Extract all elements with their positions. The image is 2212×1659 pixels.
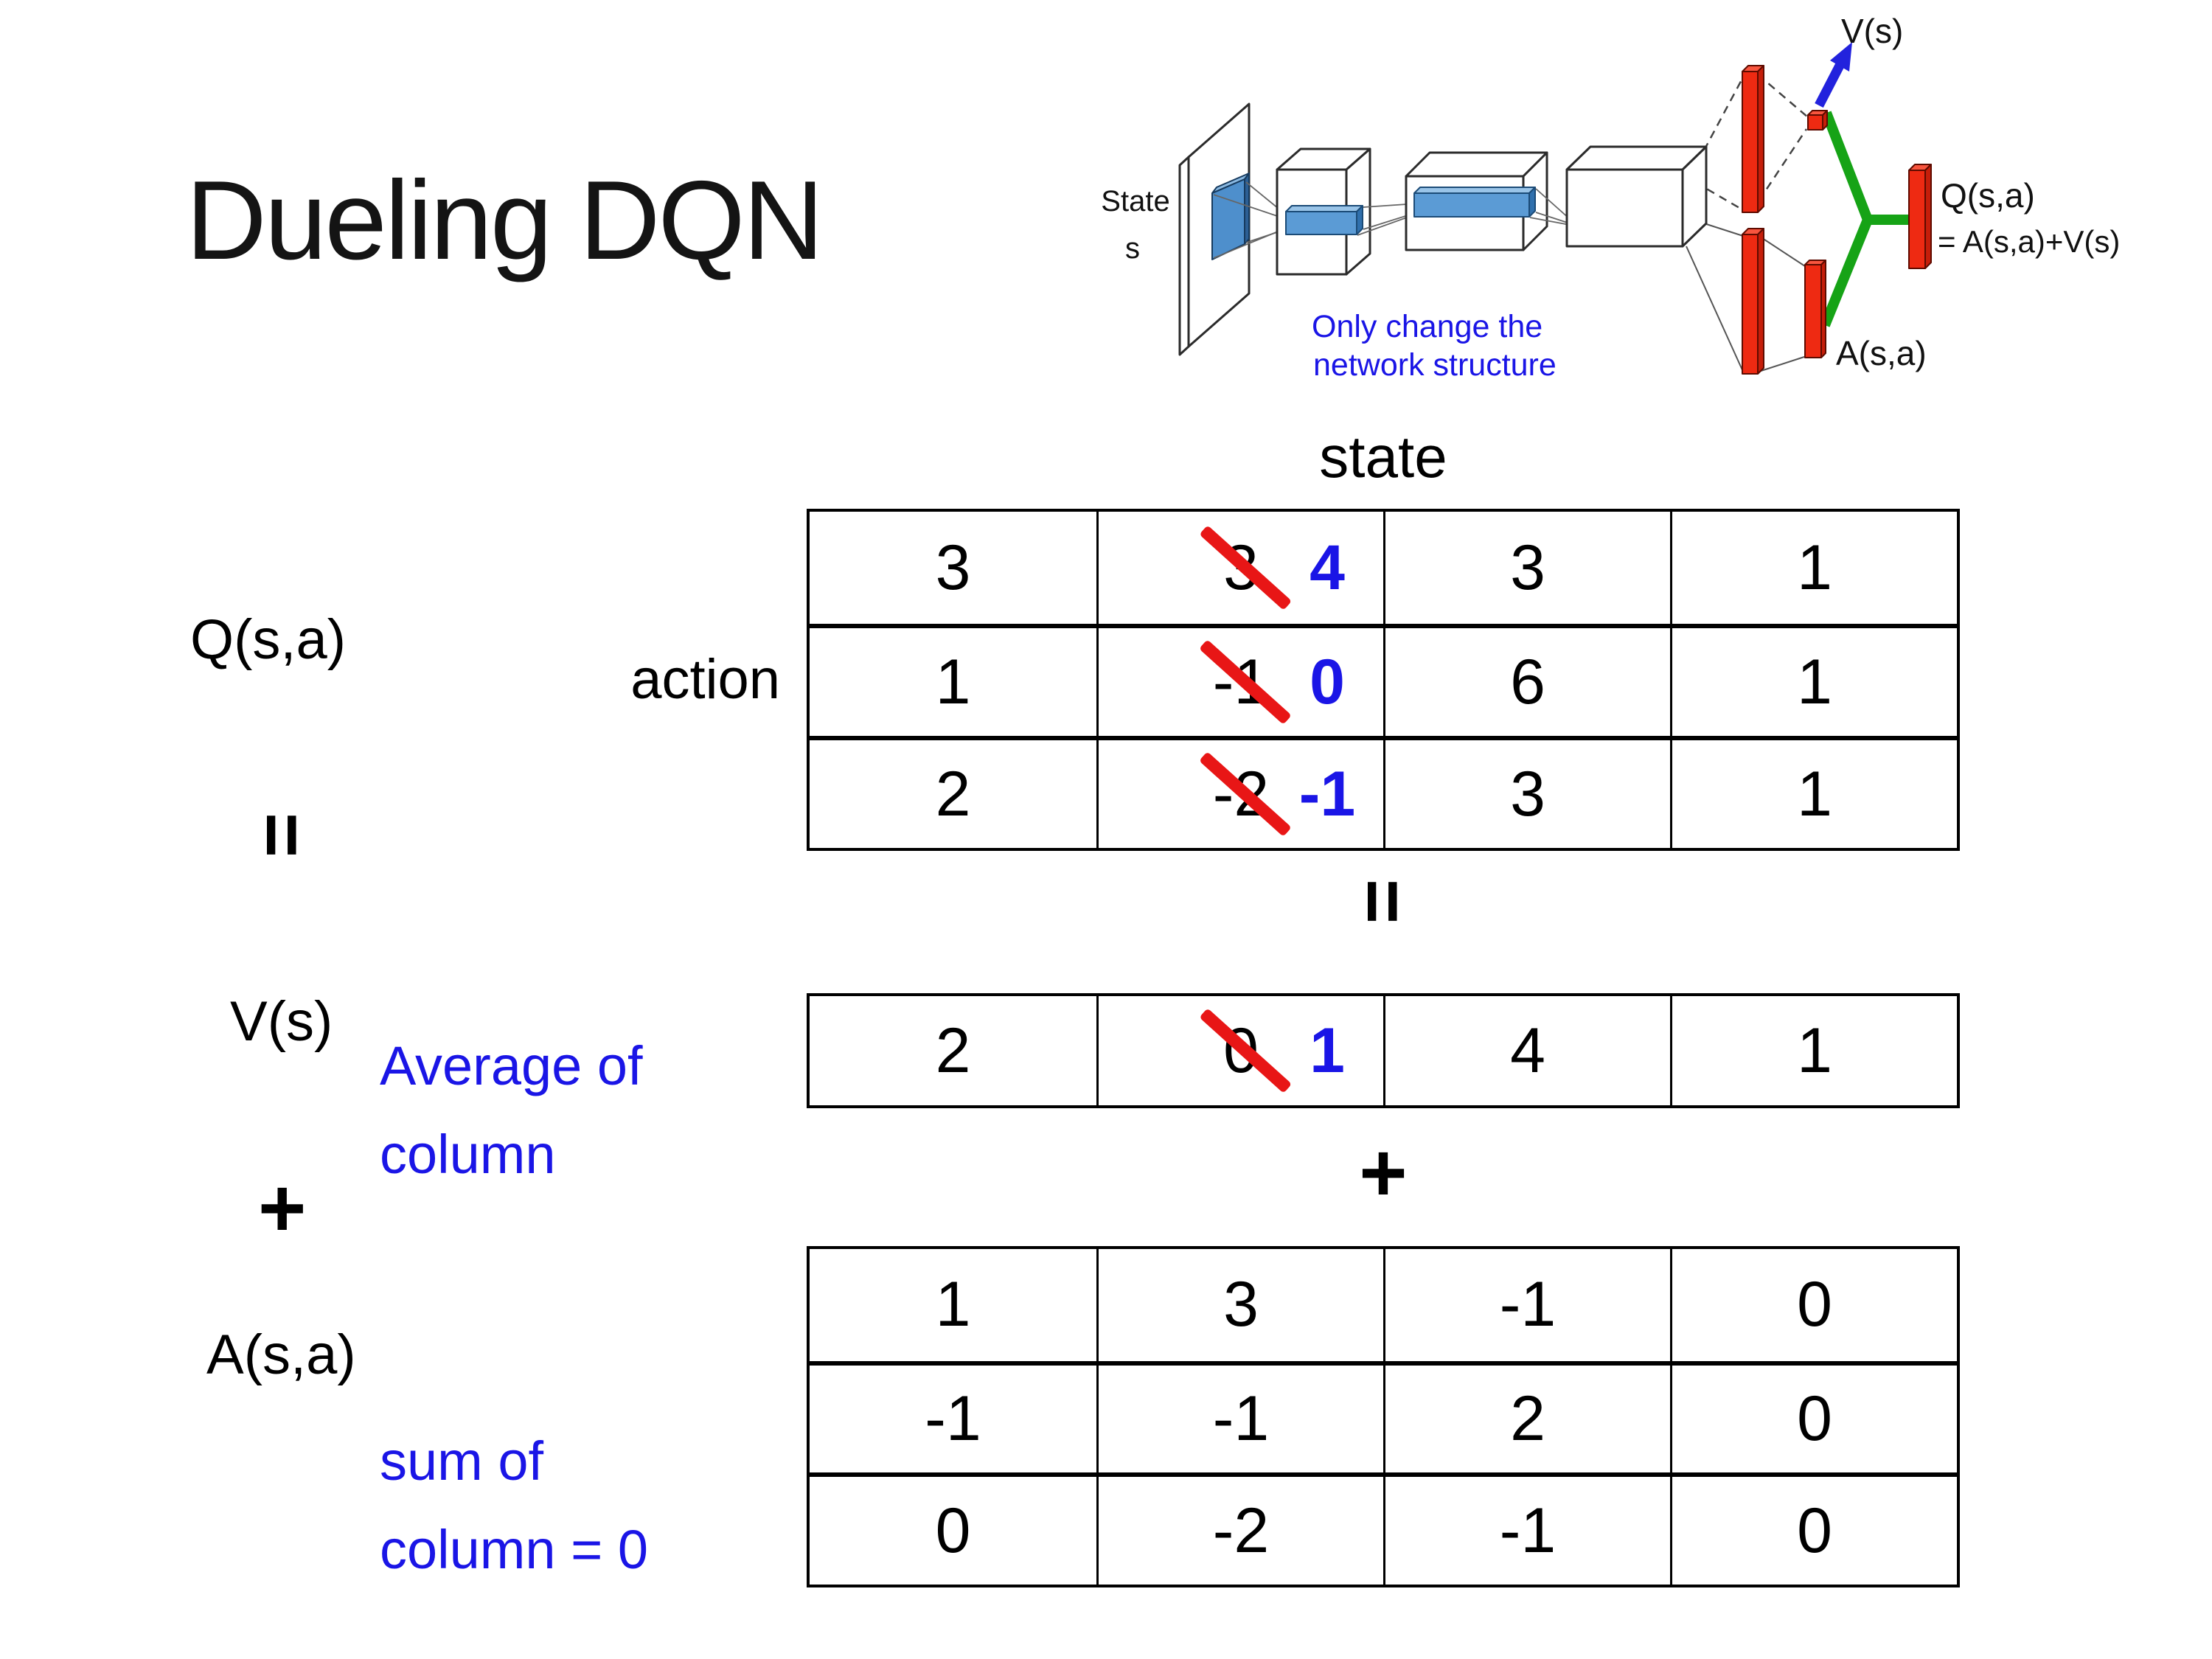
new-value: 4 — [1310, 532, 1345, 603]
network-diagram: State s V(s) Q(s,a) = A(s,a)+V(s) A(s,a)… — [1101, 12, 2120, 383]
q-cell-corrected: 3 4 — [1096, 512, 1383, 624]
value-arrow — [1815, 42, 1852, 108]
v-cell-corrected: 0 1 — [1096, 996, 1383, 1105]
v-row-label: V(s) — [230, 990, 333, 1053]
rotated-equals: = — [239, 812, 326, 858]
conv-filter-patch — [1211, 173, 1250, 260]
q-cell: 2 — [810, 736, 1096, 848]
v-cell: 2 — [935, 1015, 971, 1086]
q-cell: 3 — [1383, 736, 1670, 848]
q-table: 3 3 4 3 1 1 -1 0 6 1 2 -2 -1 3 1 — [807, 509, 1960, 851]
a-cell: -1 — [1383, 1472, 1670, 1585]
q-cell: 1 — [1670, 512, 1957, 624]
note-line: column = 0 — [380, 1518, 649, 1580]
q-cell: 3 — [1383, 512, 1670, 624]
diagram-vs-label: V(s) — [1841, 12, 1903, 50]
feature-bar-2 — [1413, 187, 1536, 218]
q-matrix-label: Q(s,a) — [190, 608, 347, 671]
advantage-node-bar — [1804, 260, 1826, 358]
combine-links — [1820, 111, 1911, 327]
feature-bar-1 — [1285, 205, 1363, 235]
new-value: -1 — [1298, 759, 1356, 830]
fc-bar-value — [1742, 65, 1764, 213]
equals-sign-left: = — [239, 796, 325, 874]
q-cell: 6 — [1383, 624, 1670, 736]
a-cell: 0 — [1670, 1472, 1957, 1585]
value-node — [1807, 110, 1828, 131]
q-cell: 1 — [810, 624, 1096, 736]
rotated-equals: = — [1340, 878, 1427, 925]
q-output-bar — [1908, 164, 1932, 269]
slide-title: Dueling DQN — [186, 158, 824, 283]
note-line: column — [380, 1123, 556, 1185]
q-cell-corrected: -2 -1 — [1096, 736, 1383, 848]
diagram-q-label-line2: = A(s,a)+V(s) — [1938, 224, 2120, 259]
a-cell: -1 — [810, 1360, 1096, 1473]
a-cell: -1 — [1096, 1360, 1383, 1473]
note-line: sum of — [380, 1430, 544, 1492]
a-cell: -2 — [1096, 1472, 1383, 1585]
v-cell: 1 — [1670, 996, 1957, 1105]
q-cell: 1 — [1670, 624, 1957, 736]
diagram-q-label-line1: Q(s,a) — [1941, 176, 2035, 215]
converge-lines-3 — [1529, 188, 1571, 226]
diagram-note-line2: network structure — [1313, 347, 1557, 383]
plus-sign-left: + — [258, 1162, 307, 1254]
diagram-state-label-line1: State — [1101, 185, 1169, 218]
diagram-as-label: A(s,a) — [1836, 334, 1927, 372]
a-cell: 2 — [1383, 1360, 1670, 1473]
diagram-note-line1: Only change the — [1312, 309, 1543, 344]
action-axis-label: action — [630, 648, 780, 711]
a-cell: 0 — [810, 1472, 1096, 1585]
a-cell: -1 — [1383, 1249, 1670, 1361]
q-cell: 1 — [1670, 736, 1957, 848]
v-cell: 4 — [1383, 996, 1670, 1105]
q-cell-corrected: -1 0 — [1096, 624, 1383, 736]
conv-box-3 — [1565, 145, 1708, 248]
sum-of-column-note: sum of column = 0 — [380, 1417, 648, 1594]
q-cell: 3 — [935, 532, 971, 603]
new-value: 0 — [1310, 647, 1345, 717]
state-axis-label: state — [1319, 424, 1447, 490]
a-cell: 3 — [1096, 1249, 1383, 1361]
a-cell: 0 — [1670, 1360, 1957, 1473]
plus-sign-center: + — [1359, 1127, 1408, 1219]
average-of-column-note: Average of column — [380, 1022, 643, 1199]
new-value: 1 — [1310, 1015, 1345, 1086]
diagram-state-label-line2: s — [1125, 232, 1140, 265]
v-row-table: 2 0 1 4 1 — [807, 993, 1960, 1108]
equals-sign-center: = — [807, 863, 1960, 940]
a-table: 1 3 -1 0 -1 -1 2 0 0 -2 -1 0 — [807, 1246, 1960, 1587]
a-matrix-label: A(s,a) — [206, 1324, 356, 1386]
a-cell: 1 — [935, 1269, 971, 1340]
fc-bar-advantage — [1742, 228, 1764, 375]
note-line: Average of — [380, 1035, 643, 1096]
a-cell: 0 — [1670, 1249, 1957, 1361]
